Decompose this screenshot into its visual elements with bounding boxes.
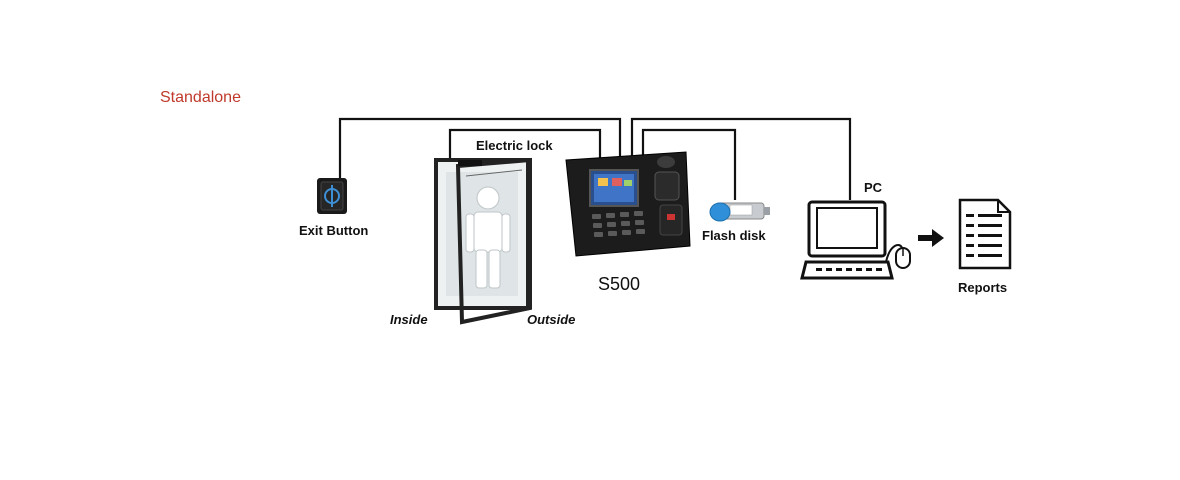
wire-flash-disk: [641, 128, 737, 200]
exit-button-label: Exit Button: [299, 223, 368, 238]
reports-label: Reports: [958, 280, 1007, 295]
usb-flash-icon: [709, 202, 770, 222]
pc-icon: [800, 200, 894, 280]
mouse-icon: [885, 244, 911, 269]
document-icon: [958, 198, 1012, 270]
pc-label: PC: [864, 180, 883, 195]
flash-disk-label: Flash disk: [702, 228, 766, 243]
device-label: S500: [598, 274, 640, 294]
wire-pc: [630, 117, 852, 200]
s500-device-icon: [565, 151, 691, 257]
wires: [338, 117, 852, 200]
wire-electric-lock: [448, 128, 602, 160]
exit-button-icon: [317, 178, 347, 214]
wire-exit-button: [338, 117, 622, 178]
arrow-right-icon: [918, 229, 944, 247]
person-icon: [465, 186, 511, 289]
diagram-title: Standalone: [160, 89, 241, 106]
outside-label: Outside: [527, 312, 575, 327]
inside-label: Inside: [390, 312, 428, 327]
electric-lock-label: Electric lock: [476, 138, 553, 153]
